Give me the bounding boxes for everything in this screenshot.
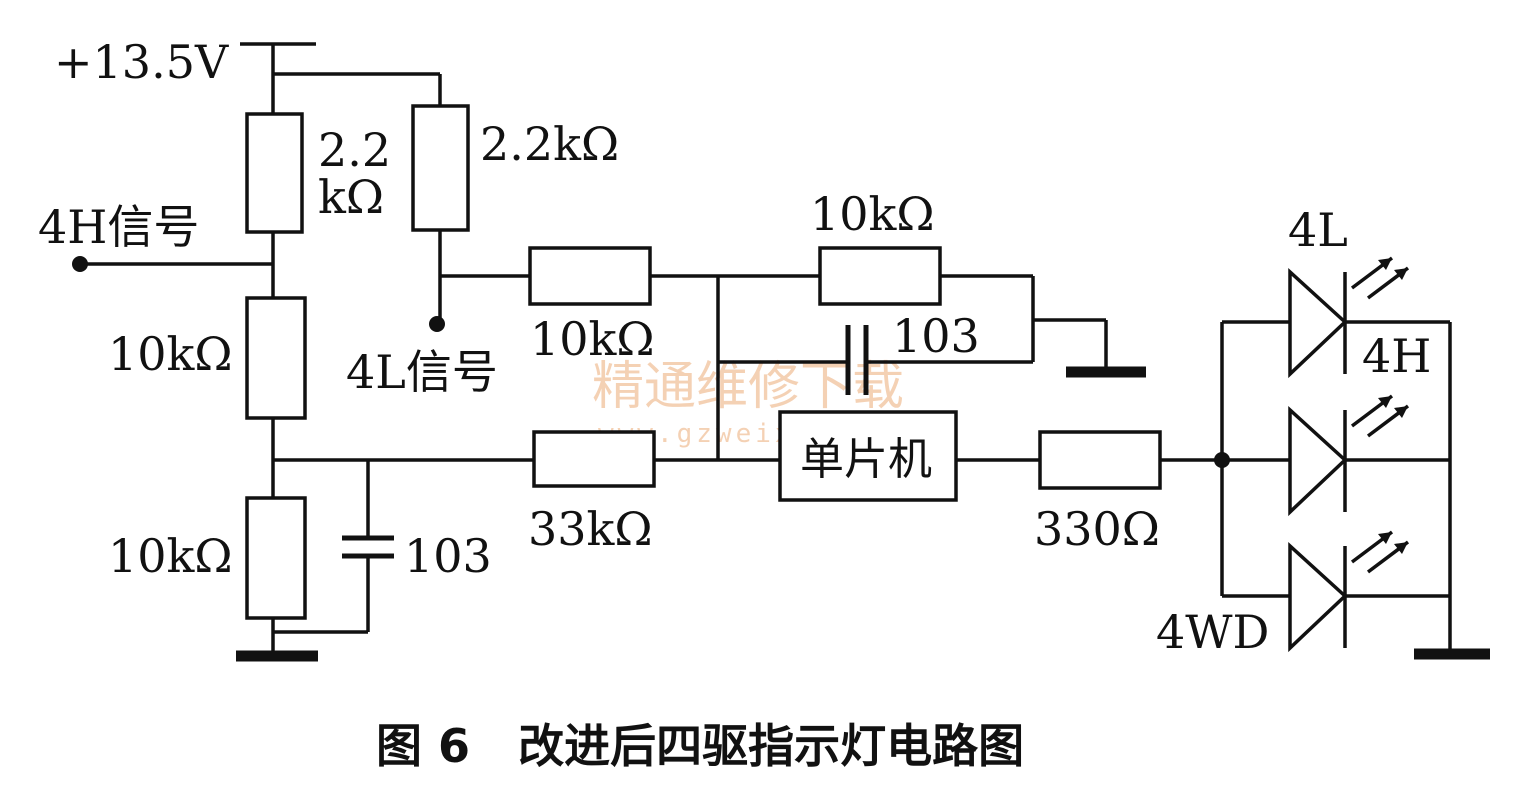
resistor-r7 xyxy=(532,430,656,488)
led-4l xyxy=(1288,256,1410,379)
resistor-r4 xyxy=(245,496,307,620)
led-4h-label: 4H xyxy=(1362,329,1431,383)
input-terminal-4l xyxy=(429,316,445,332)
resistor-r7-label: 33kΩ xyxy=(528,502,653,556)
led-4l-label: 4L xyxy=(1288,203,1348,257)
capacitor-c2-label: 103 xyxy=(892,309,980,363)
resistor-r2-label: 2.2kΩ xyxy=(480,117,619,171)
signal-4h-label: 4H信号 xyxy=(38,200,199,254)
resistor-r5 xyxy=(528,246,652,306)
figure-caption: 图 6 改进后四驱指示灯电路图 xyxy=(376,719,1024,773)
resistor-r5-label: 10kΩ xyxy=(530,312,655,366)
mcu-label: 单片机 xyxy=(800,434,932,485)
led-4wd-label: 4WD xyxy=(1156,605,1269,659)
supply-label: +13.5V xyxy=(54,35,229,89)
resistor-r6-label: 10kΩ xyxy=(810,187,935,241)
mcu-block xyxy=(778,410,958,502)
resistor-r2 xyxy=(411,104,470,232)
watermark-text: 精通维修下载 xyxy=(592,357,904,417)
led-4h xyxy=(1288,394,1410,517)
resistor-r1 xyxy=(245,112,304,234)
resistor-r3-label: 10kΩ xyxy=(108,327,233,381)
resistor-r6 xyxy=(818,246,942,306)
resistor-r8 xyxy=(1038,430,1162,490)
signal-4l-label: 4L信号 xyxy=(346,345,498,399)
resistor-r4-label: 10kΩ xyxy=(108,529,233,583)
resistor-r1-label-1: 2.2 xyxy=(318,123,391,177)
supply-rail xyxy=(240,42,442,114)
junction-led-anode xyxy=(1214,452,1230,468)
resistor-r1-label-2: kΩ xyxy=(318,170,384,224)
input-terminal-4h xyxy=(72,256,88,272)
capacitor-c1-label: 103 xyxy=(404,529,492,583)
resistor-r8-label: 330Ω xyxy=(1034,502,1160,556)
led-4wd xyxy=(1288,530,1410,653)
resistor-r3 xyxy=(245,296,307,420)
